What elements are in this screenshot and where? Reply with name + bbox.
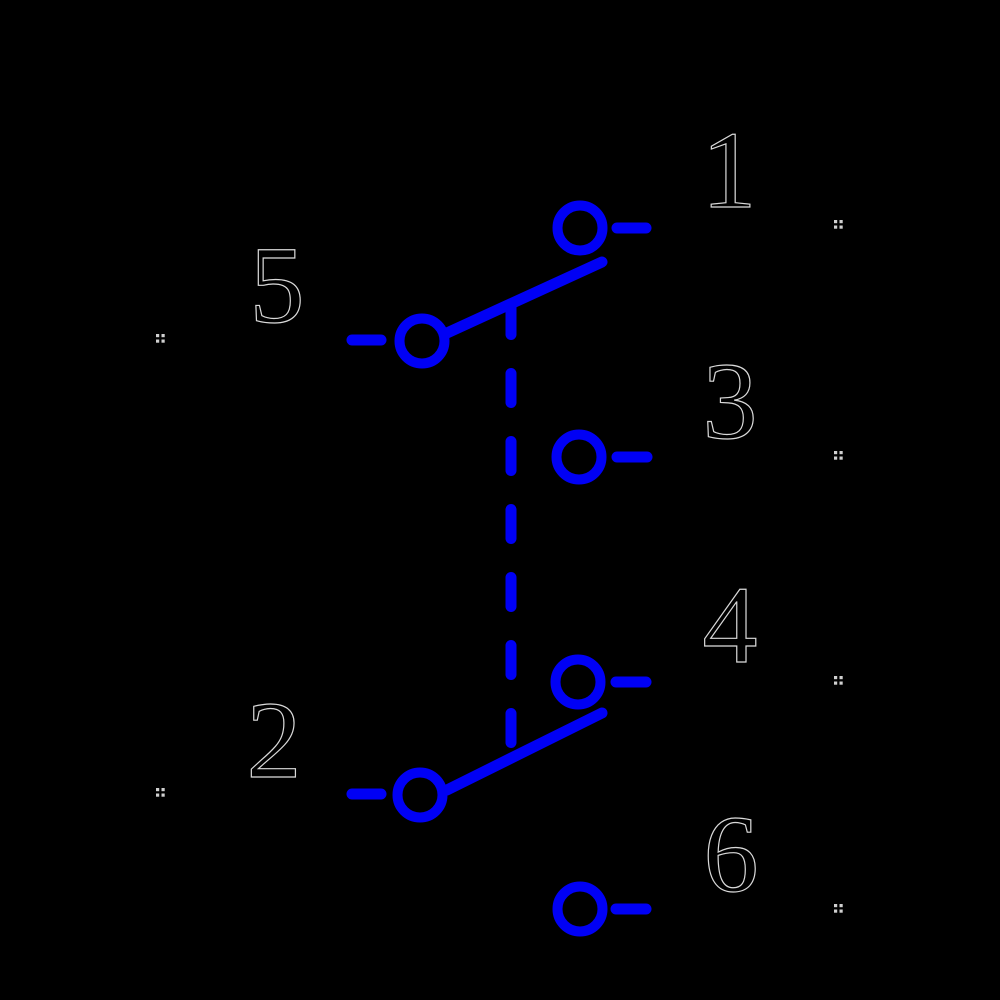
pin-marker-5-icon xyxy=(156,334,165,343)
terminal-3-label: 3 xyxy=(703,340,758,462)
terminal-2-label: 2 xyxy=(247,679,302,801)
pole-a-lever-line xyxy=(441,256,608,339)
terminal-4-circle xyxy=(550,654,606,710)
terminal-4-label: 4 xyxy=(703,564,758,686)
terminal-5-circle xyxy=(394,313,450,369)
terminal-2-circle xyxy=(392,767,448,823)
terminal-6-label: 6 xyxy=(704,793,759,915)
pin-marker-3-icon xyxy=(834,451,843,460)
terminal-6-circle xyxy=(552,881,608,937)
pin-marker-1-icon xyxy=(834,220,843,229)
pin-marker-6-icon xyxy=(834,904,843,913)
terminal-1-circle xyxy=(552,200,608,256)
pin-marker-2-icon xyxy=(156,788,165,797)
terminal-1-label: 1 xyxy=(702,109,757,231)
pin-marker-4-icon xyxy=(834,676,843,685)
pole-b-lever-line xyxy=(441,707,608,796)
terminal-5-label: 5 xyxy=(250,224,305,346)
terminal-3-circle xyxy=(551,429,607,485)
